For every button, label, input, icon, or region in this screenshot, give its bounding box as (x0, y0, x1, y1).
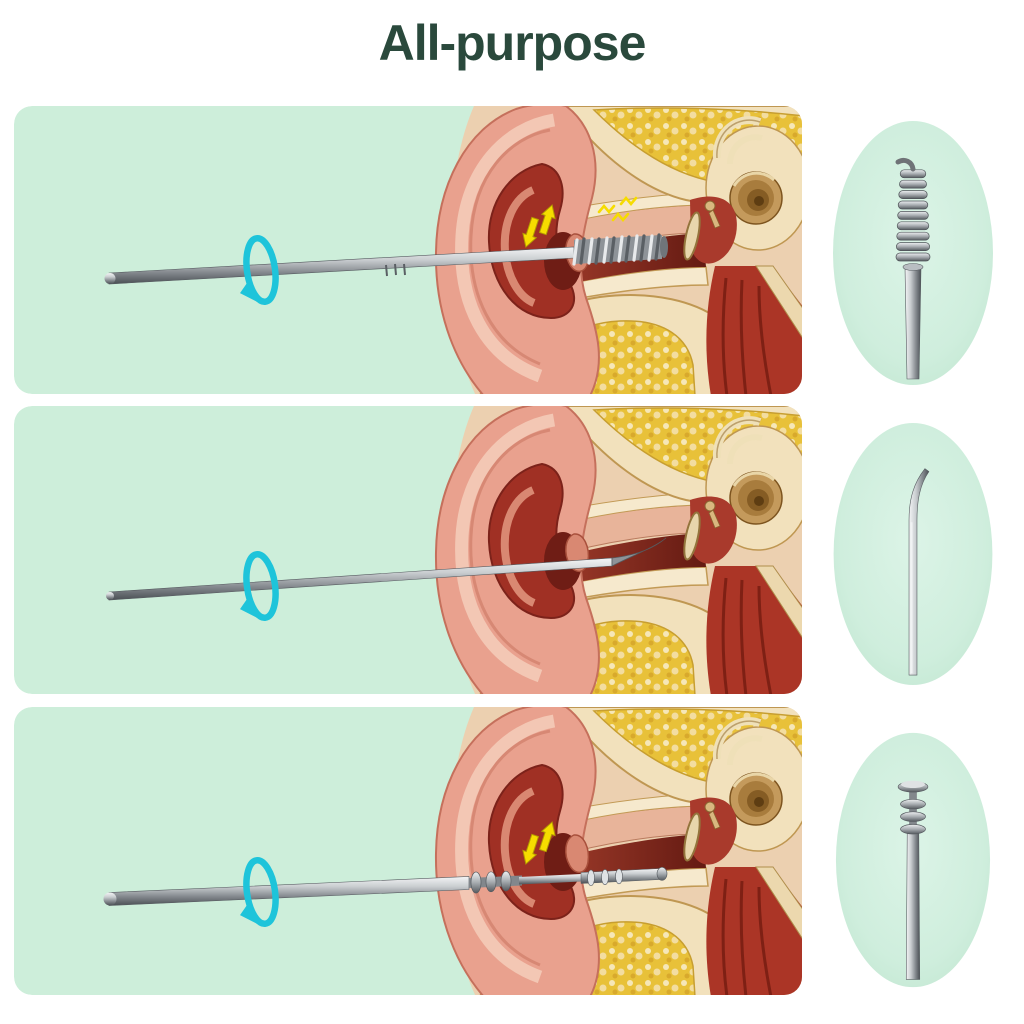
detail-ringed-scoop-tip (829, 729, 997, 991)
vibration-waves-icon (597, 195, 638, 223)
panel-spiral-coil-illustration (14, 106, 802, 394)
ringed-scoop-tip-detail (835, 732, 991, 988)
curved-pick-tip-detail (833, 422, 993, 686)
panel-curved-pick (14, 406, 802, 694)
ear-anatomy-illustration (436, 406, 802, 694)
curved-pick-tip-icon (908, 468, 930, 676)
spiral-coil-tip-icon (895, 157, 931, 380)
page-title: All-purpose (378, 15, 647, 71)
ringed-scoop-tool (103, 867, 668, 906)
panel-ringed-scoop (14, 707, 802, 995)
spiral-coil-tool (104, 233, 668, 285)
panel-ringed-scoop-illustration (14, 707, 802, 995)
detail-spiral-coil-tip (829, 116, 997, 390)
panel-spiral-coil (14, 106, 802, 394)
detail-curved-pick-tip (829, 419, 997, 689)
ringed-scoop-tip-icon (897, 780, 929, 980)
spiral-coil-tip-detail (833, 121, 993, 385)
ear-anatomy-illustration (436, 707, 802, 995)
panel-curved-pick-illustration (14, 406, 802, 694)
curved-pick-tool (106, 537, 667, 601)
